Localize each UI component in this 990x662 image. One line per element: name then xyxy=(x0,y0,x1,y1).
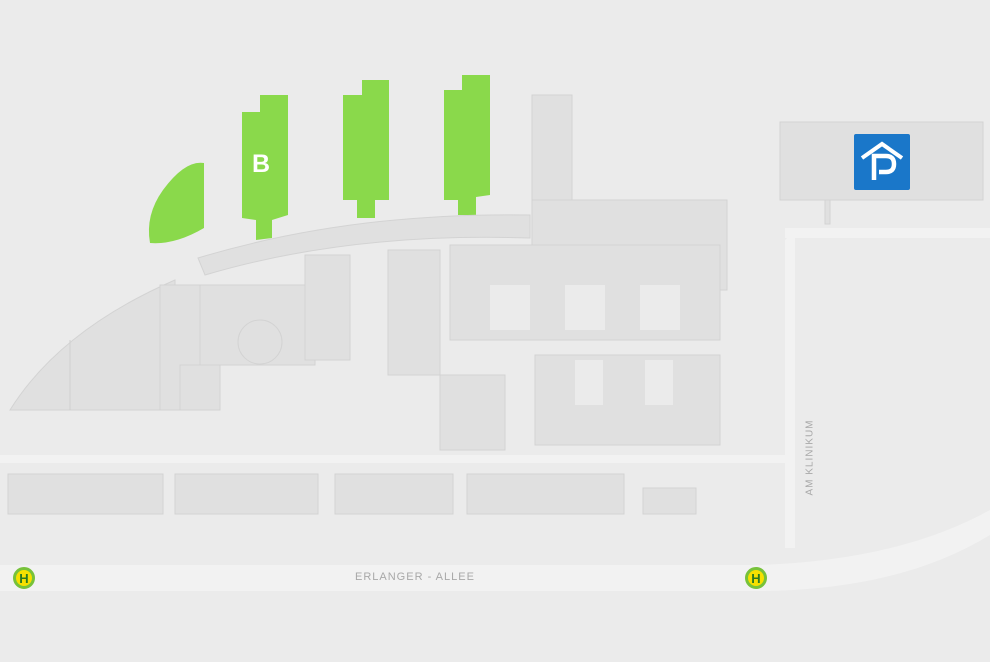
service-road xyxy=(0,455,785,463)
courtyard-gap-5 xyxy=(640,285,680,330)
south-building-5 xyxy=(642,487,697,515)
building-b-label: B xyxy=(252,150,271,178)
bus-stop-symbol: H xyxy=(19,570,29,586)
comb-building-south xyxy=(534,354,721,446)
highlight-building-middle xyxy=(343,80,389,218)
upper-road xyxy=(785,228,990,238)
center-block xyxy=(304,254,351,361)
am-klinikum-road xyxy=(785,230,795,548)
courtyard-gap-1 xyxy=(575,360,603,405)
north-tower xyxy=(531,94,573,206)
road-curve xyxy=(760,510,990,591)
courtyard-gap-3 xyxy=(490,285,530,330)
erlanger-allee-road xyxy=(0,565,760,591)
west-wedge-building xyxy=(9,279,176,411)
south-building-4 xyxy=(466,473,625,515)
rotunda xyxy=(237,319,283,365)
courtyard-gap-4 xyxy=(565,285,605,330)
roads xyxy=(0,228,990,591)
grey-buildings xyxy=(7,94,984,515)
highlight-building-right xyxy=(444,75,490,215)
parking-garage-icon xyxy=(854,134,910,190)
courtyard-gap-2 xyxy=(645,360,673,405)
l-shaped-building xyxy=(387,249,506,451)
bus-stop-icon: H xyxy=(13,567,35,589)
south-building-1 xyxy=(7,473,164,515)
highlight-building-b xyxy=(242,95,288,240)
south-building-2 xyxy=(174,473,319,515)
parking-ramp xyxy=(824,199,831,225)
west-annex xyxy=(179,364,221,411)
highlight-building-oval xyxy=(148,162,204,244)
curved-connector xyxy=(197,214,531,276)
street-label-erlanger-allee: ERLANGER - ALLEE xyxy=(355,571,475,583)
bus-stop-icon: H xyxy=(745,567,767,589)
bus-stop-symbol: H xyxy=(751,570,761,586)
highlighted-buildings xyxy=(148,75,490,244)
street-label-am-klinikum: AM KLINIKUM xyxy=(804,419,816,496)
south-building-3 xyxy=(334,473,454,515)
